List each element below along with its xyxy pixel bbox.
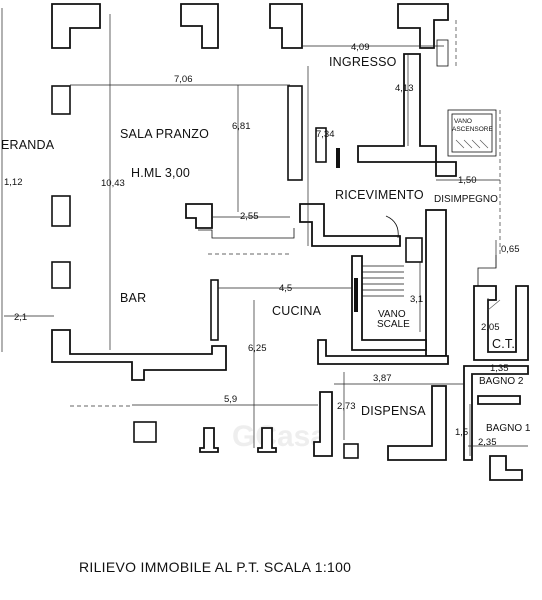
plan-caption: RILIEVO IMMOBILE AL P.T. SCALA 1:100 [79, 559, 351, 575]
dimension-label: 0,65 [501, 244, 520, 255]
bar-south-wall [51, 329, 227, 381]
dimension-label: 2,35 [478, 437, 497, 448]
dimension-label: 6,81 [232, 121, 251, 132]
dimension-label: 2,73 [337, 401, 356, 412]
dimension-label: 6,25 [248, 343, 267, 354]
dimension-label: 4,5 [279, 283, 292, 294]
elevator-shaft [447, 109, 497, 157]
dimension-lines [1, 8, 528, 456]
top-pier-center [180, 3, 219, 49]
stair-core [425, 209, 447, 357]
room-label-vano-ascensore-1: VANO [454, 118, 472, 125]
room-label-disimpegno: DISIMPEGNO [434, 194, 498, 205]
room-label-vano-ascensore-2: ASCENSORE [452, 126, 493, 133]
room-label-height: H.ML 3,00 [131, 166, 190, 180]
dispensa-wall-left [313, 391, 333, 457]
dimension-label: 2,1 [14, 312, 27, 323]
room-label-ingresso: INGRESSO [329, 55, 397, 69]
cucina-south-wall [317, 339, 449, 365]
dispensa-wall-right [387, 385, 447, 461]
central-column-upper [287, 85, 303, 181]
dimension-label: 10,43 [101, 178, 125, 189]
ricevimento-wall [299, 203, 401, 247]
dimension-label: 1,35 [490, 363, 509, 374]
bottom-pillar-3 [257, 427, 277, 453]
dimension-label: 2,05 [481, 322, 500, 333]
dimension-label: 4,09 [351, 42, 370, 53]
left-pillar-3 [51, 261, 71, 289]
dimension-label: 3,87 [373, 373, 392, 384]
dimension-label: 1,12 [4, 177, 23, 188]
dimension-label: 1,50 [458, 175, 477, 186]
room-label-bagno2: BAGNO 2 [479, 376, 524, 387]
room-label-veranda: ERANDA [1, 138, 55, 152]
dimension-label: 4,13 [395, 83, 414, 94]
ct-hatch [487, 299, 501, 311]
ct-wall [473, 285, 529, 361]
room-label-vano-scale-1: VANO [378, 309, 406, 320]
room-label-ct: C.T. [492, 337, 515, 351]
bagno1-partition [477, 395, 521, 405]
dimension-label: 7,34 [316, 129, 335, 140]
ingresso-post [315, 127, 327, 163]
dispensa-small-pillar [343, 443, 359, 459]
watermark: GCasa [232, 420, 327, 453]
ricevimento-pier [185, 203, 213, 229]
bottom-pillar-1 [133, 421, 157, 443]
top-pier-left [51, 3, 101, 49]
elevator-inner [451, 113, 493, 153]
stair-curve [385, 215, 399, 239]
room-label-vano-scale-2: SCALE [377, 319, 410, 330]
dimension-label: 7,06 [174, 74, 193, 85]
dimension-label: 5,9 [224, 394, 237, 405]
ingresso-wall [357, 53, 437, 163]
left-pillar-2 [51, 195, 71, 227]
top-pier-ingresso [269, 3, 303, 49]
top-pier-right [397, 3, 449, 49]
left-pillar-1 [51, 85, 71, 115]
room-label-ricevimento: RICEVIMENTO [335, 188, 424, 202]
room-label-dispensa: DISPENSA [361, 404, 426, 418]
dimension-label: 3,1 [410, 294, 423, 305]
dimension-label: 2,55 [240, 211, 259, 222]
dimension-label: 1,5 [455, 427, 468, 438]
stair-treads [362, 265, 404, 297]
room-label-cucina: CUCINA [272, 304, 322, 318]
room-label-sala-pranzo: SALA PRANZO [120, 127, 209, 141]
room-label-bagno1: BAGNO 1 [486, 423, 531, 434]
cucina-wall-right [351, 255, 427, 351]
disimpegno-wall [435, 161, 457, 177]
room-label-bar: BAR [120, 291, 146, 305]
right-edge-pillar [436, 39, 449, 67]
bottom-pillar-2 [199, 427, 219, 453]
cucina-column [210, 279, 219, 341]
stair-pillar [405, 237, 423, 263]
sala-bar-wall [198, 228, 295, 239]
bagno-pier [489, 455, 523, 481]
